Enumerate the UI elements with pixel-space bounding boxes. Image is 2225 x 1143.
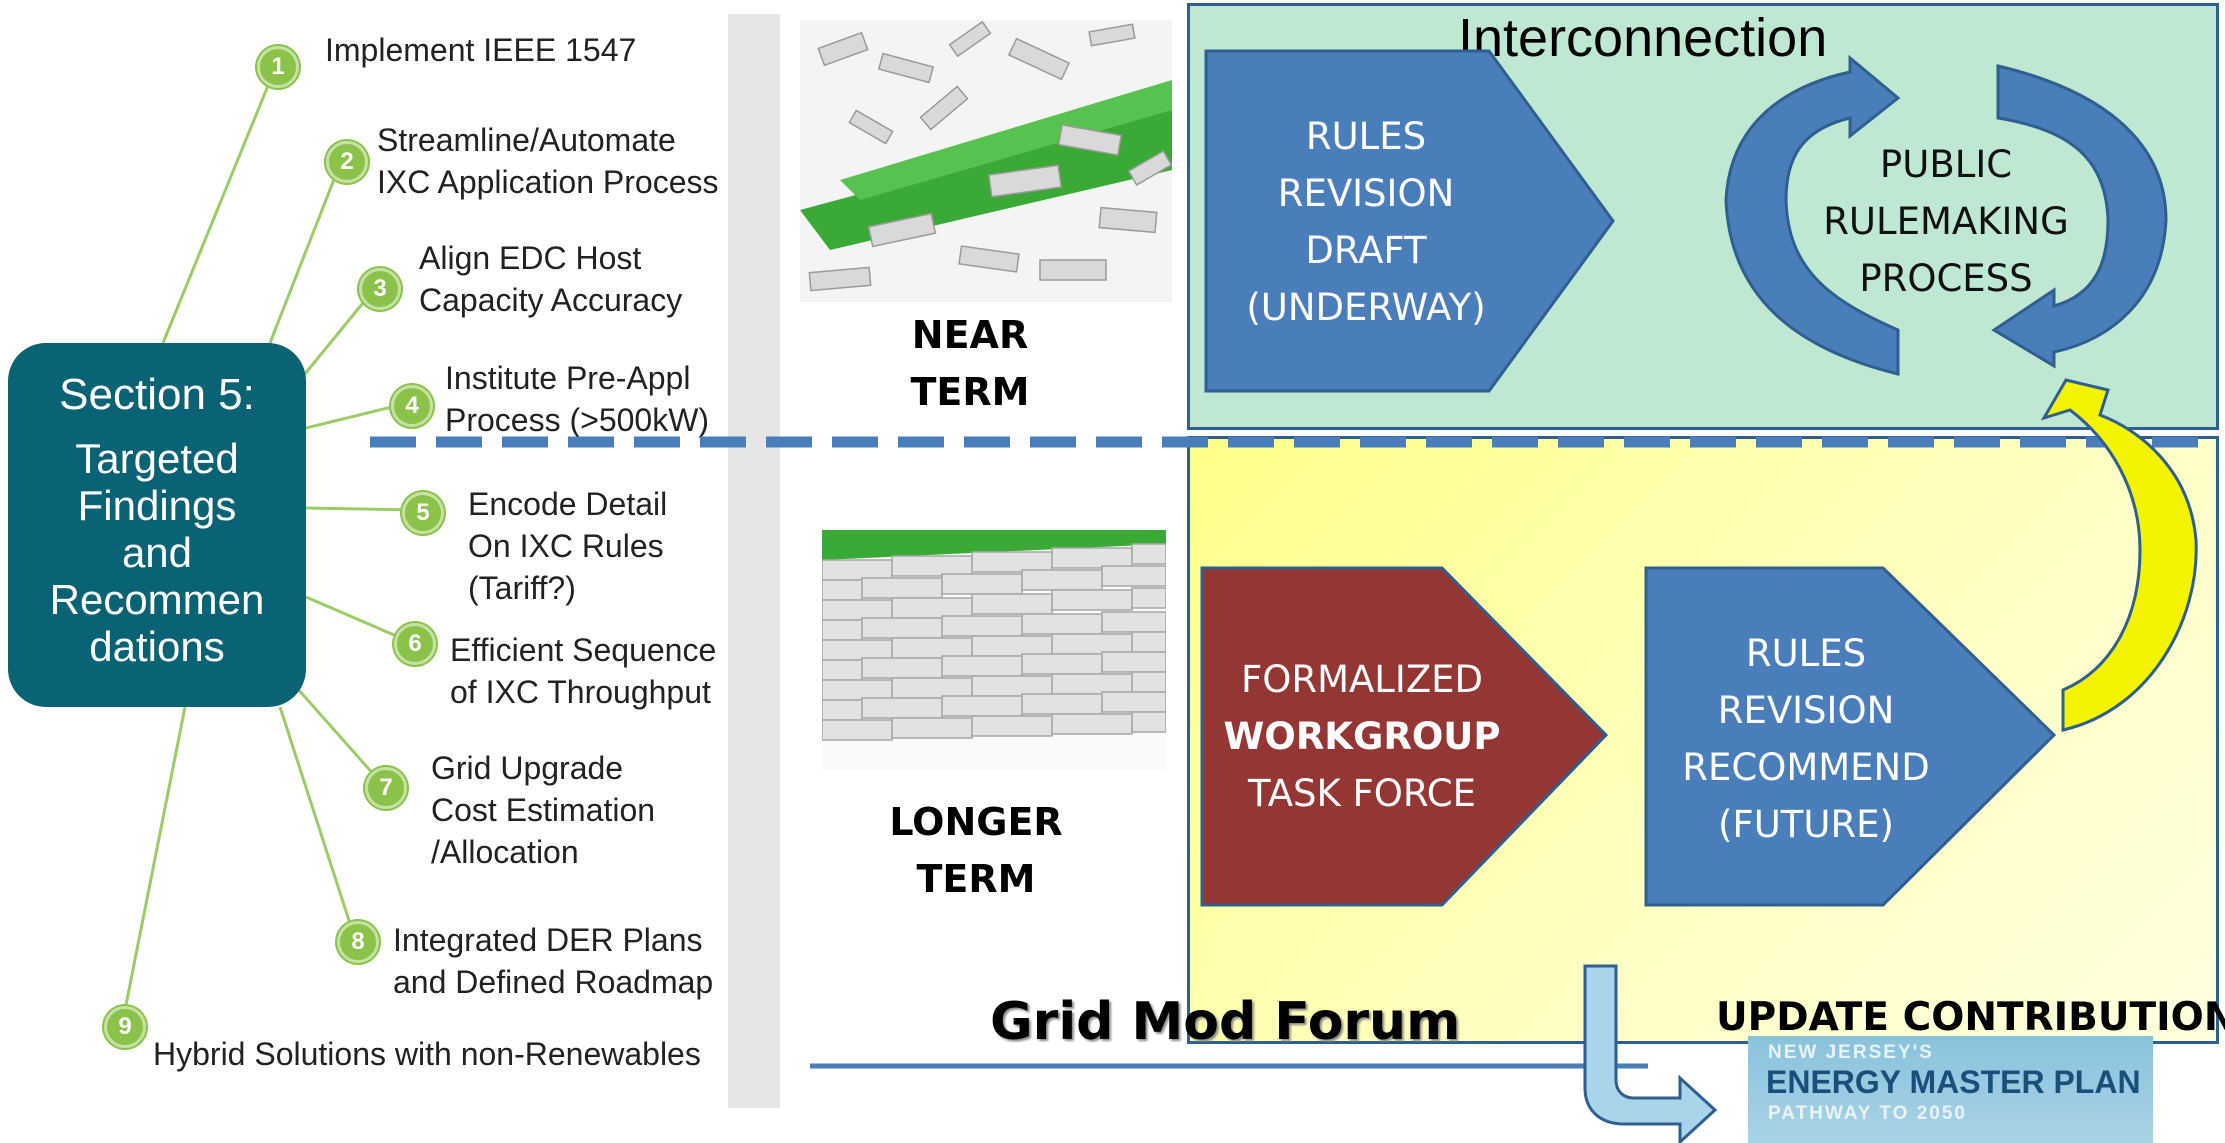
findings-connectors <box>120 65 419 1026</box>
section-body-line: Targeted <box>75 435 239 482</box>
rules-recommend-shape <box>1644 566 2057 907</box>
section-5-box: Section 5: Targeted Findings and Recomme… <box>8 343 306 707</box>
finding-item-4: Institute Pre-Appl Process (>500kW) <box>445 357 709 441</box>
finding-number-badge: 5 <box>402 492 444 534</box>
finding-line: Efficient Sequence <box>450 632 717 668</box>
interconnection-title: Interconnection <box>1458 8 1828 68</box>
shape-line: PUBLIC <box>1879 143 2013 186</box>
section-body-line: dations <box>89 623 225 670</box>
finding-line: Cost Estimation <box>431 792 656 828</box>
finding-line: Institute Pre-Appl <box>445 360 691 396</box>
finding-line: On IXC Rules <box>468 528 664 564</box>
shape-line: WORKGROUP <box>1223 715 1501 758</box>
finding-line: of IXC Throughput <box>450 674 711 710</box>
finding-line: and Defined Roadmap <box>393 964 714 1000</box>
finding-line: Streamline/Automate <box>377 122 676 158</box>
feedback-arrow <box>2040 378 2198 732</box>
longer-term-label: LONGER TERM <box>876 794 1076 908</box>
shape-line: (FUTURE) <box>1717 803 1894 846</box>
rules-recommend-text: RULES REVISION RECOMMEND (FUTURE) <box>1646 625 1966 853</box>
finding-item-6: Efficient Sequence of IXC Throughput <box>450 629 716 713</box>
emp-line: NEW JERSEY'S <box>1768 1042 1934 1063</box>
shape-line: RULES <box>1305 115 1427 158</box>
finding-item-2: Streamline/Automate IXC Application Proc… <box>377 119 719 203</box>
shape-line: RECOMMEND <box>1682 746 1930 789</box>
finding-number-badge: 2 <box>326 141 368 183</box>
public-rulemaking-text: PUBLIC RULEMAKING PROCESS <box>1796 136 2096 307</box>
term-line: NEAR <box>911 313 1029 357</box>
finding-line: Encode Detail <box>468 486 668 522</box>
finding-number-badge: 6 <box>394 623 436 665</box>
shape-line: REVISION <box>1277 172 1455 215</box>
term-line: TERM <box>910 370 1030 414</box>
finding-number-badge: 7 <box>365 767 407 809</box>
panel-divider-strip <box>728 14 780 1108</box>
finding-number-badge: 4 <box>391 385 433 427</box>
finding-number-badge: 3 <box>359 268 401 310</box>
finding-line: Capacity Accuracy <box>419 282 683 318</box>
shape-line: PROCESS <box>1859 257 2033 300</box>
finding-item-9: Hybrid Solutions with non-Renewables <box>153 1033 701 1075</box>
finding-number-badge: 8 <box>337 921 379 963</box>
finding-item-5: Encode Detail On IXC Rules (Tariff?) <box>468 483 667 609</box>
shape-line: REVISION <box>1717 689 1895 732</box>
term-line: LONGER <box>889 800 1063 844</box>
finding-line: Process (>500kW) <box>445 402 710 438</box>
longer-term-image <box>822 530 1166 770</box>
near-term-label: NEAR TERM <box>870 307 1070 421</box>
finding-line: Hybrid Solutions with non-Renewables <box>153 1036 701 1072</box>
finding-line: IXC Application Process <box>377 164 719 200</box>
finding-number-badge: 1 <box>257 46 299 88</box>
term-line: TERM <box>916 857 1036 901</box>
finding-line: /Allocation <box>431 834 579 870</box>
workgroup-shape <box>1200 566 1609 907</box>
shape-line: (UNDERWAY) <box>1246 286 1486 329</box>
finding-line: Implement IEEE 1547 <box>325 32 637 68</box>
section-heading: Section 5: <box>59 370 255 419</box>
cycle-arrow-left <box>1724 54 1901 376</box>
rules-draft-shape <box>1204 49 1615 393</box>
emp-line: PATHWAY TO 2050 <box>1768 1103 1967 1124</box>
near-term-image <box>800 20 1172 302</box>
section-body-line: and <box>121 529 193 576</box>
section-body: Targeted Findings and Recommen dations <box>8 435 306 670</box>
emp-line: ENERGY MASTER PLAN <box>1766 1064 2141 1100</box>
section-body-line: Findings <box>77 482 237 529</box>
shape-line: RULES <box>1745 632 1867 675</box>
shape-line: RULEMAKING <box>1823 200 2069 243</box>
finding-line: (Tariff?) <box>468 570 576 606</box>
energy-master-plan-logo: NEW JERSEY'S ENERGY MASTER PLAN PATHWAY … <box>1748 1036 2153 1143</box>
finding-item-3: Align EDC Host Capacity Accuracy <box>419 237 682 321</box>
finding-line: Integrated DER Plans <box>393 922 703 958</box>
update-contribution-label: UPDATE CONTRIBUTION <box>1716 995 2225 1040</box>
shape-line: DRAFT <box>1305 229 1427 272</box>
workgroup-text: FORMALIZED WORKGROUP TASK FORCE <box>1202 651 1522 822</box>
finding-item-8: Integrated DER Plans and Defined Roadmap <box>393 919 713 1003</box>
cycle-arrow-right <box>1991 64 2168 369</box>
finding-item-7: Grid Upgrade Cost Estimation /Allocation <box>431 747 655 873</box>
finding-number-badge: 9 <box>104 1006 146 1048</box>
rules-draft-text: RULES REVISION DRAFT (UNDERWAY) <box>1206 108 1526 336</box>
finding-line: Align EDC Host <box>419 240 642 276</box>
finding-line: Grid Upgrade <box>431 750 624 786</box>
section-body-line: Recommen <box>49 576 265 623</box>
grid-mod-forum-label: Grid Mod Forum <box>990 992 1461 1052</box>
contribution-arrow <box>1583 964 1718 1143</box>
finding-item-1: Implement IEEE 1547 <box>325 29 636 71</box>
shape-line: TASK FORCE <box>1247 772 1477 815</box>
shape-line: FORMALIZED <box>1240 658 1484 701</box>
